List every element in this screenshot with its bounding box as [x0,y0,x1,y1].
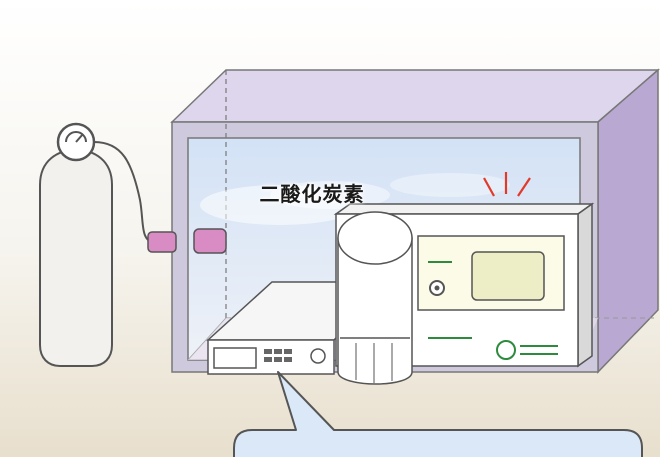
gas-cylinder-icon [39,122,155,367]
inlet-fitting-outer [147,231,177,253]
inlet-fitting-inner [193,228,227,254]
gas-label: 二酸化炭素 [259,182,365,206]
callout-bubble [233,371,643,457]
pressure-gauge-icon [56,122,96,162]
analyzer-device [333,202,595,385]
alert-signal-icon [483,172,531,197]
callout-text [250,445,630,457]
